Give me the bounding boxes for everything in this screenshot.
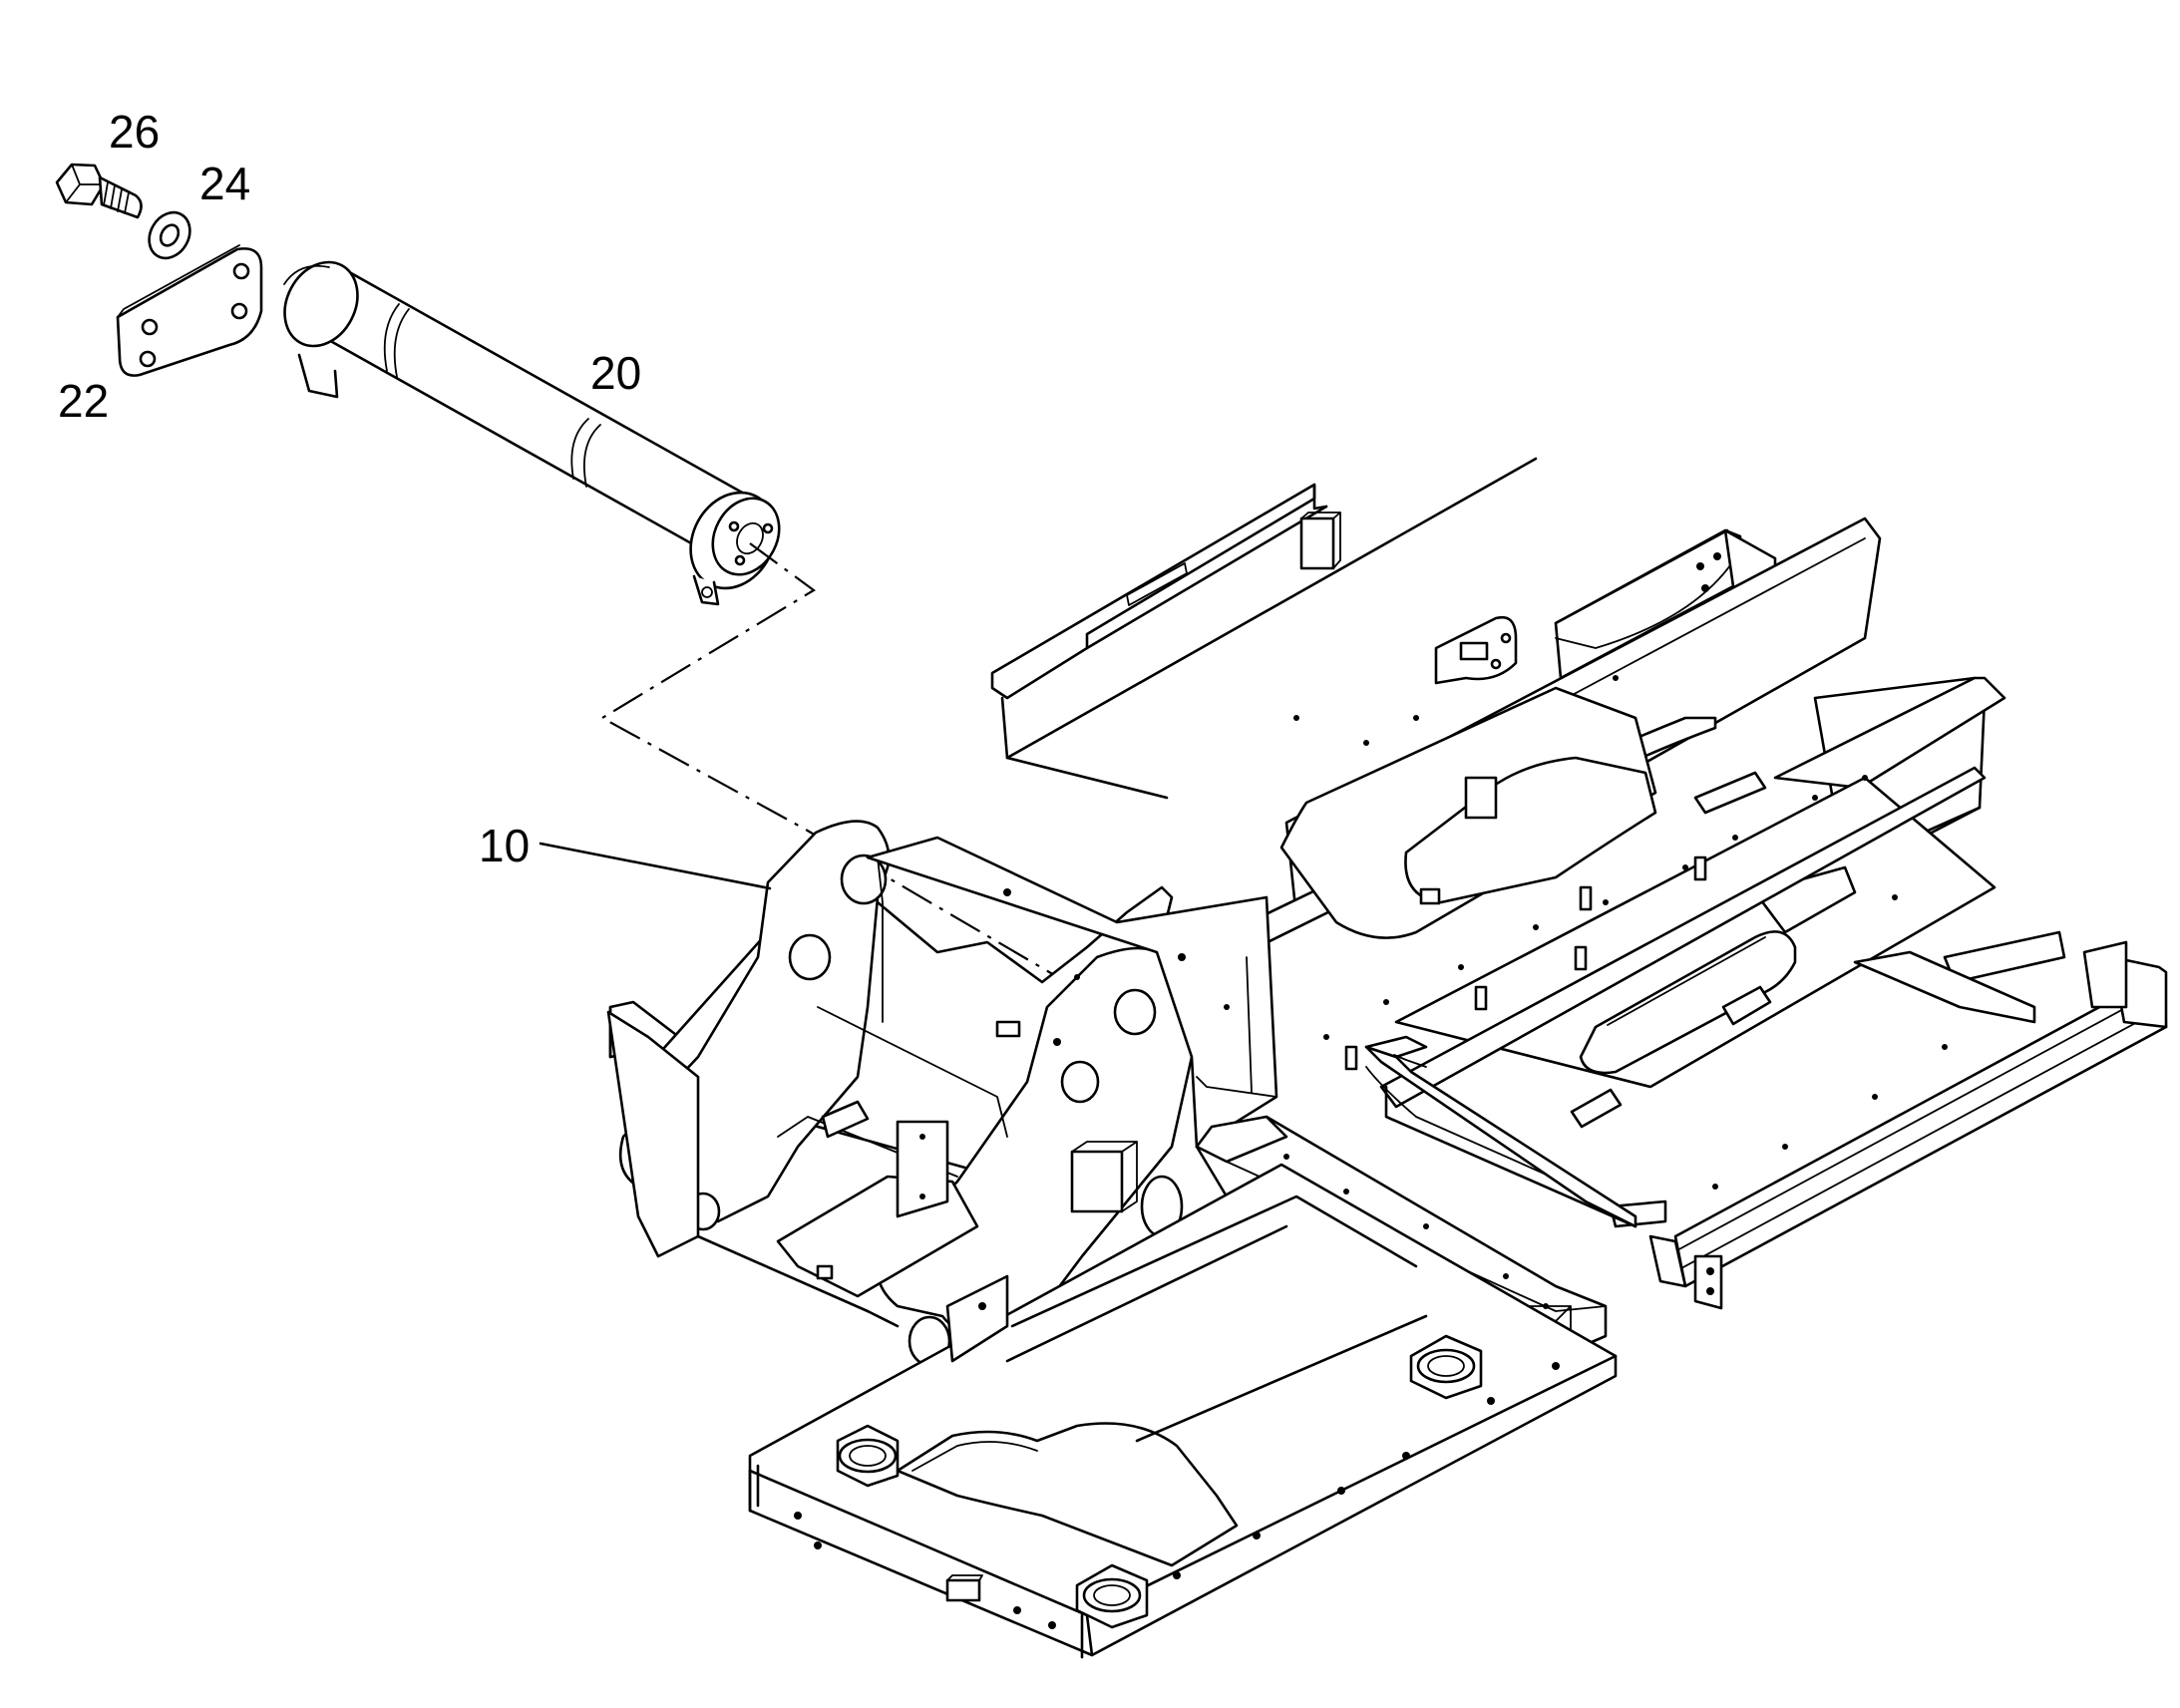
callout-10: 10: [479, 820, 530, 871]
callout-22: 22: [58, 375, 109, 427]
callout-24: 24: [199, 158, 250, 209]
callout-10-leader: [539, 842, 772, 890]
pivot-pin-icon: [283, 260, 781, 606]
hex-bolt-icon: [55, 163, 143, 219]
callout-20: 20: [590, 347, 641, 399]
retainer-plate-icon: [116, 244, 263, 377]
callout-26: 26: [109, 106, 160, 158]
frame-icon: [606, 457, 2168, 1659]
washer-icon: [148, 210, 191, 260]
